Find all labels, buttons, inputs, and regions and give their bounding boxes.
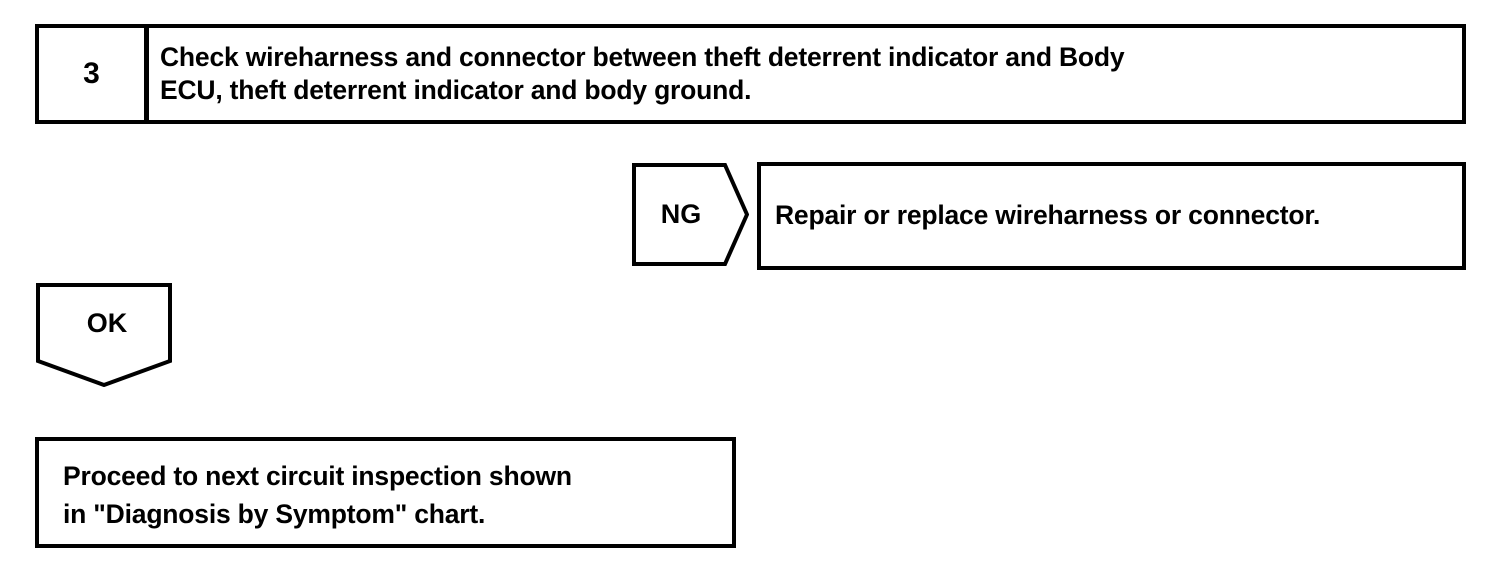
step-row: 3 Check wireharness and connector betwee… [35, 24, 1466, 124]
step-instruction-text: Check wireharness and connector between … [160, 42, 1125, 106]
pentagon-down-icon [36, 283, 172, 387]
step-number: 3 [83, 57, 100, 90]
ng-branch-label: NG [660, 199, 702, 229]
pentagon-right-icon [632, 163, 749, 266]
ng-result-text: Repair or replace wireharness or connect… [775, 200, 1321, 231]
ok-branch-label: OK [86, 307, 128, 338]
ok-result-text: Proceed to next circuit inspection shown… [63, 461, 572, 529]
ok-branch-arrow: OK [36, 283, 172, 387]
ok-result-box: Proceed to next circuit inspection shown… [35, 437, 736, 548]
ng-branch-arrow: NG [632, 163, 749, 266]
step-instruction-cell: Check wireharness and connector between … [149, 28, 1462, 120]
step-number-cell: 3 [39, 28, 149, 120]
ng-result-box: Repair or replace wireharness or connect… [757, 162, 1466, 270]
